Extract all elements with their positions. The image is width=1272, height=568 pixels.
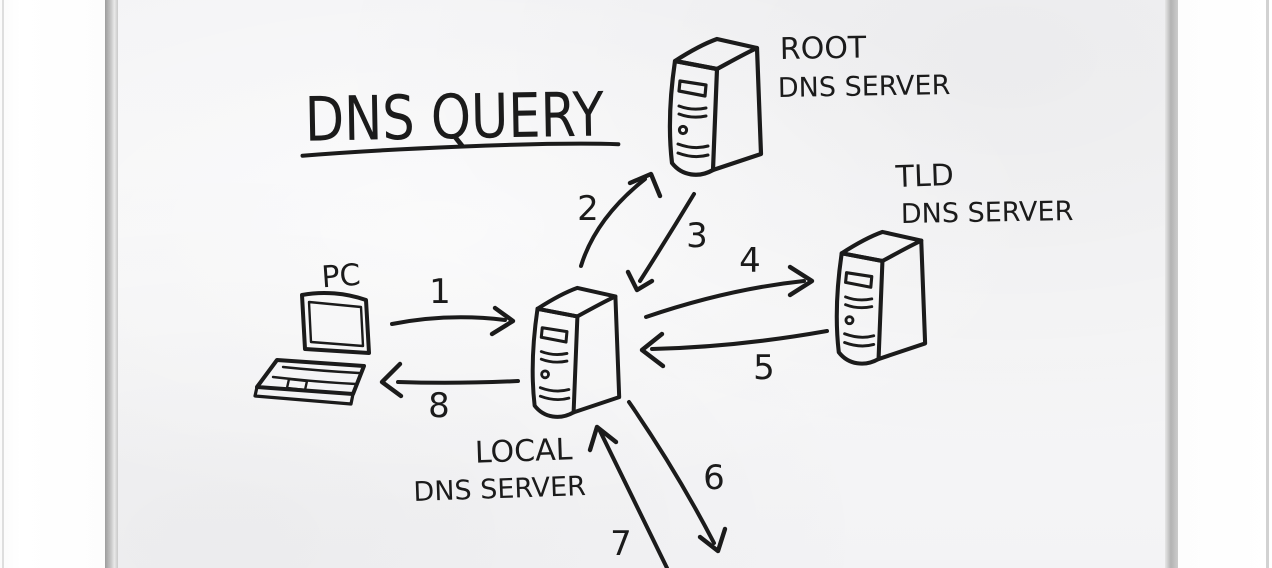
arrow-shaft [598,429,669,568]
arrow-step-8 [379,361,520,399]
wall-edge-line-right [1266,0,1269,568]
arrow-head [787,264,815,298]
laptop-screen-inline [307,300,365,348]
arrow-step-2 [579,171,663,268]
step-4-number: 4 [739,241,761,281]
root-dns-server-icon [670,39,761,175]
root-dns-label-line1: ROOT [780,30,868,67]
tld-dns-server-icon [837,232,925,364]
step-5-number: 5 [753,348,775,388]
laptop-lid-outline [300,290,371,355]
arrow-head [489,305,516,337]
arrow-head [587,424,619,453]
arrow-head [379,361,404,399]
arrow-head [625,269,655,293]
step-3-number: 3 [686,216,708,256]
arrow-shaft [650,329,829,351]
wall-edge-line-left [2,0,4,568]
arrow-step-3 [625,192,696,293]
local-dns-label-line1: LOCAL [474,432,573,470]
arrow-step-4 [644,264,815,319]
arrow-shaft [390,315,507,326]
arrow-head [627,171,663,199]
step-8-number: 8 [428,386,450,426]
arrow-step-1 [390,305,516,337]
arrow-shaft [627,400,716,545]
wall-margin-left [0,0,105,568]
arrow-head [639,331,666,369]
arrow-shaft [638,192,696,283]
step-2-number: 2 [577,189,599,229]
whiteboard-surface [118,0,1165,568]
laptop-trackpad [285,377,309,392]
arrow-step-5 [639,329,829,369]
local-dns-label-line2: DNS SERVER [413,471,586,508]
laptop-keyboard-line-2 [271,375,358,386]
local-dns-server-icon [530,285,622,419]
diagram-title-group: DNS QUERY [300,80,621,158]
laptop-front-lip [253,385,355,406]
arrow-step-6 [627,400,728,554]
pc-label: PC [320,258,361,296]
arrow-step-7 [587,424,669,568]
pc-icon [253,290,371,406]
arrow-head [697,526,728,554]
step-7-number: 7 [610,524,632,564]
step-1-number: 1 [429,272,451,312]
whiteboard-rail-right [1165,0,1178,568]
root-dns-label-line2: DNS SERVER [778,70,951,104]
step-6-number: 6 [703,458,725,498]
laptop-keyboard-line-1 [281,365,361,375]
arrow-shaft [579,177,647,268]
title-underline [300,141,621,158]
whiteboard-rail-left [105,0,118,568]
arrow-shaft [644,279,806,319]
tld-dns-label-line2: DNS SERVER [901,196,1074,230]
wall-margin-right [1178,0,1272,568]
tld-dns-label-line1: TLD [894,158,954,195]
arrow-shaft [396,379,520,385]
